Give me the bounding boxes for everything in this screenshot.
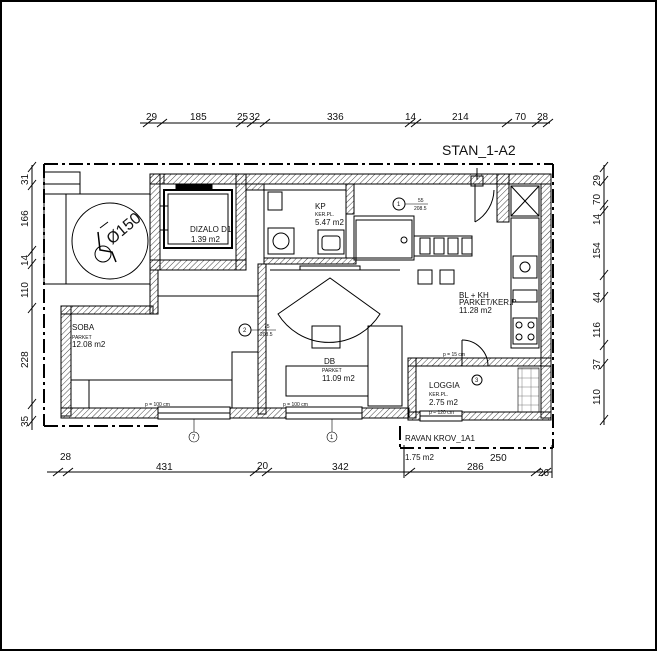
door-tag-1-num: 1 <box>397 202 401 208</box>
room-loggia-name: LOGGIA <box>429 381 460 390</box>
room-kp-floor: KER.PL. <box>315 212 334 218</box>
left-dim-3: 14 <box>20 254 31 266</box>
left-dimension-line <box>27 161 37 430</box>
walls <box>60 173 552 421</box>
door-tag-1-h: 208.5 <box>414 206 427 212</box>
kitchen-counter <box>510 217 540 349</box>
entrance-landing <box>43 171 150 285</box>
dining-table <box>413 235 473 285</box>
right-dim-1: 29 <box>592 174 603 186</box>
door-tag-2-h: 208.5 <box>260 332 273 338</box>
right-dim-5: 44 <box>592 291 603 303</box>
door-tag-2-w: 75 <box>264 324 270 330</box>
left-dim-6: 35 <box>20 415 31 427</box>
room-loggia-area: 2.75 m2 <box>429 398 458 407</box>
top-dimension-line <box>140 118 554 128</box>
lift-car <box>160 183 233 249</box>
room-loggia-floor: KER.PL. <box>429 392 448 398</box>
bottom-dim-7: 250 <box>490 453 507 464</box>
door-tag-1: 1 55 208.5 <box>392 197 428 212</box>
right-dim-7: 37 <box>592 358 603 370</box>
right-dimension-line <box>599 161 609 426</box>
window-marker-7: 7 <box>192 435 196 441</box>
bottom-dim-4: 342 <box>332 462 349 473</box>
top-dim-7: 214 <box>452 112 469 123</box>
right-dim-6: 116 <box>592 322 603 338</box>
room-db-floor: PARKET <box>322 368 342 374</box>
window-marker-1: 1 <box>330 435 334 441</box>
window-note-2: p = 100 cm <box>283 402 308 408</box>
left-dim-2: 166 <box>20 210 31 227</box>
bottom-dim-5: 286 <box>467 462 484 473</box>
window-marker-3: 3 <box>475 378 479 384</box>
top-dim-5: 336 <box>327 112 344 123</box>
bottom-dim-6: 26 <box>538 468 550 479</box>
room-db-name: DB <box>324 357 335 366</box>
top-dim-8: 70 <box>515 112 527 123</box>
entry-door <box>470 168 495 223</box>
bottom-dim-2: 431 <box>156 462 173 473</box>
room-db-area: 11.09 m2 <box>322 374 355 383</box>
room-soba-floor: PARKET <box>72 335 92 341</box>
windows <box>157 406 463 422</box>
right-dim-4: 154 <box>592 242 603 259</box>
loggia-tiles <box>517 367 540 413</box>
left-dim-5: 228 <box>20 351 31 368</box>
left-dim-1: 31 <box>20 173 31 185</box>
living-furniture <box>270 265 403 407</box>
window-note-4: p = 120 cm <box>429 410 454 416</box>
door-tag-1-w: 55 <box>418 198 424 204</box>
right-dim-3: 14 <box>592 213 603 225</box>
right-dim-2: 70 <box>592 193 603 205</box>
bottom-dim-3: 20 <box>257 461 269 472</box>
room-blkh-area: 11.28 m2 <box>459 306 492 315</box>
door-tag-2-num: 2 <box>243 328 247 334</box>
door-tag-2: 2 75 208.5 <box>238 323 276 338</box>
loggia-door <box>461 339 489 386</box>
soba-furniture <box>70 295 259 409</box>
bottom-dimension-line <box>47 445 553 478</box>
room-dizalo-name: DIZALO D1 <box>190 225 232 234</box>
window-note-3: p = 15 cm <box>443 352 465 358</box>
window-marker-lines <box>188 419 338 443</box>
top-dim-6: 14 <box>405 112 417 123</box>
room-dizalo-area: 1.39 m2 <box>191 235 220 244</box>
top-dim-4: 32 <box>249 112 261 123</box>
ravan-krov-area: 1.75 m2 <box>405 453 434 462</box>
room-blkh-floor: PARKET/KER.P <box>459 298 517 307</box>
window-note-1: p = 100 cm <box>145 402 170 408</box>
top-dim-2: 185 <box>190 112 207 123</box>
top-dim-1: 29 <box>146 112 158 123</box>
room-kp-area: 5.47 m2 <box>315 218 344 227</box>
right-dim-8: 110 <box>592 389 603 405</box>
room-blkh-name: BL + KH <box>459 291 489 300</box>
room-soba-name: SOBA <box>72 323 95 332</box>
top-dim-3: 25 <box>237 112 249 123</box>
ravan-krov-label: RAVAN KROV_1A1 <box>405 434 476 443</box>
bottom-dim-1: 28 <box>60 452 72 463</box>
wheelchair-turn-circle <box>71 202 149 280</box>
room-kp-name: KP <box>315 202 326 211</box>
plan-title: STAN_1-A2 <box>442 142 516 158</box>
installation-shaft <box>510 185 540 217</box>
left-dim-4: 110 <box>20 282 31 298</box>
top-dim-9: 28 <box>537 112 549 123</box>
room-soba-area: 12.08 m2 <box>72 340 106 349</box>
